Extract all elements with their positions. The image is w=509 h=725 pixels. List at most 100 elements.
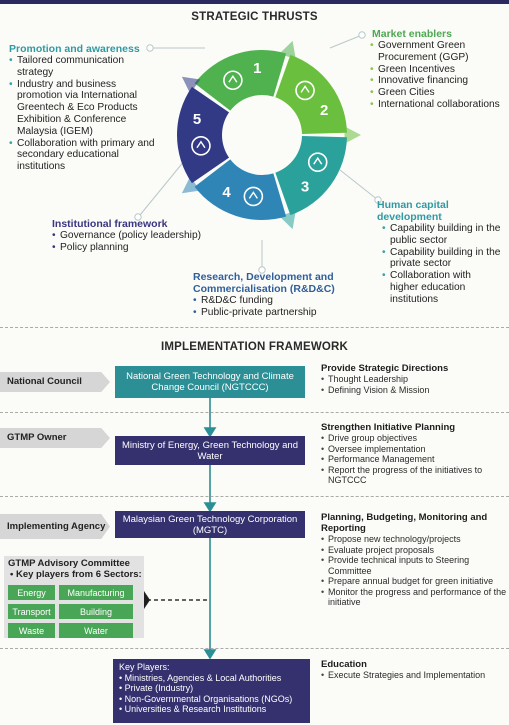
advisory-subtitle: • Key players from 6 Sectors: <box>10 568 142 580</box>
wheel-center <box>224 97 300 173</box>
human-item: Capability building in the private secto… <box>382 247 501 271</box>
solar-panel-icon <box>295 80 315 101</box>
row3-heading: Planning, Budgeting, Monitoring and Repo… <box>321 512 488 534</box>
key-player-item: • Ministries, Agencies & Local Authoriti… <box>119 672 282 683</box>
row3-list: Propose new technology/projects Evaluate… <box>321 534 507 608</box>
wheel-arrow-2 <box>344 126 361 144</box>
education-heading: Education <box>321 659 367 670</box>
market-title: Market enablers <box>372 28 452 40</box>
solar-panel-icon-glyph <box>300 85 310 93</box>
market-list: Government Green Procurement (GGP) Green… <box>370 40 506 111</box>
divider-3 <box>0 648 509 649</box>
sector-energy: Energy <box>8 585 55 600</box>
education-list: Execute Strategies and Implementation <box>321 670 507 681</box>
box-ngtccc: National Green Technology and Climate Ch… <box>115 366 305 398</box>
row3-item: Monitor the progress and performance of … <box>321 587 507 608</box>
sector-water: Water <box>59 623 133 638</box>
arrow-1 <box>203 427 217 438</box>
row3-item: Evaluate project proposals <box>321 545 507 556</box>
top-bar <box>0 0 509 4</box>
education-text: Education Execute Strategies and Impleme… <box>321 659 507 681</box>
hands-bulb-icon-glyph <box>248 191 258 199</box>
promotion-item: Collaboration with primary and secondary… <box>9 138 157 173</box>
row2-item: Performance Management <box>321 454 507 465</box>
human-title: Human capital development <box>377 199 449 223</box>
education-item: Execute Strategies and Implementation <box>321 670 507 681</box>
row1-item: Defining Vision & Mission <box>321 385 507 396</box>
people-network-icon-glyph <box>313 156 323 165</box>
row1-list: Thought Leadership Defining Vision & Mis… <box>321 374 507 395</box>
rdc-title: Research, Development and Commercialisat… <box>193 271 335 295</box>
wheel-arrow-1 <box>279 40 296 60</box>
advisory-panel: GTMP Advisory Committee • Key players fr… <box>4 556 144 638</box>
row1-item: Thought Leadership <box>321 374 507 385</box>
sector-manufacturing: Manufacturing <box>59 585 133 600</box>
institutional-item: Governance (policy leadership) <box>52 230 222 242</box>
institutional-group: Institutional framework Governance (poli… <box>52 218 222 254</box>
key-player-item: • Private (Industry) <box>119 683 194 694</box>
wheel-arrow-4 <box>181 176 201 194</box>
wheel-number-1: 1 <box>253 60 261 77</box>
label-implementing-agency: Implementing Agency <box>0 514 110 539</box>
key-player-item: • Non-Governmental Organisations (NGOs) <box>119 693 293 704</box>
institutional-title: Institutional framework <box>52 218 168 230</box>
dot-institutional <box>134 213 142 221</box>
document-hand-icon <box>191 135 211 156</box>
row2-list: Drive group objectives Oversee implement… <box>321 433 507 486</box>
document-hand-icon-glyph <box>196 140 206 149</box>
divider-2 <box>0 496 509 497</box>
wheel-segment-1 <box>194 50 287 111</box>
wheel-segment-5 <box>177 86 230 184</box>
row2-heading: Strengthen Initiative Planning <box>321 422 456 433</box>
row1-heading: Provide Strategic Directions <box>321 363 449 374</box>
promotion-group: Promotion and awareness Tailored communi… <box>9 43 157 173</box>
label-gtmp-owner: GTMP Owner <box>0 428 110 448</box>
promotion-list: Tailored communication strategy Industry… <box>9 55 157 173</box>
connector-institutional <box>139 159 186 216</box>
market-item: Innovative financing <box>370 75 506 87</box>
wheel-segment-2 <box>275 54 347 134</box>
dot-rdc <box>258 266 266 274</box>
row2-text: Strengthen Initiative Planning Drive gro… <box>321 422 507 486</box>
key-players-title: Key Players: <box>119 662 170 672</box>
wheel-number-3: 3 <box>301 178 309 195</box>
dot-promotion <box>146 44 154 52</box>
key-player-item: • Universities & Research Institutions <box>119 704 267 715</box>
label-national-council: National Council <box>0 372 110 392</box>
connector-market <box>329 34 363 49</box>
divider-1 <box>0 412 509 413</box>
market-item: Green Cities <box>370 87 506 99</box>
wheel-number-2: 2 <box>320 102 328 119</box>
advisory-title: GTMP Advisory Committee <box>8 558 130 569</box>
market-group: Market enablers Government Green Procure… <box>370 28 506 111</box>
promotion-item: Tailored communication strategy <box>9 55 157 79</box>
implementation-title: IMPLEMENTATION FRAMEWORK <box>160 341 349 353</box>
rdc-group: Research, Development and Commercialisat… <box>193 271 353 319</box>
rdc-item: R&D&C funding <box>193 295 353 307</box>
row1-text: Provide Strategic Directions Thought Lea… <box>321 363 507 395</box>
institutional-item: Policy planning <box>52 242 222 254</box>
market-item: International collaborations <box>370 99 506 111</box>
people-network-icon <box>307 152 328 172</box>
wheel-arrow-5 <box>181 76 201 94</box>
sector-building: Building <box>59 604 133 619</box>
sector-waste: Waste <box>8 623 55 638</box>
gear-bulb-icon-glyph <box>228 74 238 83</box>
hands-bulb-icon <box>243 186 264 207</box>
box-ministry: Ministry of Energy, Green Technology and… <box>115 436 305 465</box>
market-item: Green Incentives <box>370 64 506 76</box>
row3-text: Planning, Budgeting, Monitoring and Repo… <box>321 512 507 608</box>
connector-human <box>339 169 379 201</box>
wheel-number-4: 4 <box>222 184 231 201</box>
section-divider <box>0 327 509 328</box>
rdc-list: R&D&C funding Public-private partnership <box>193 295 353 319</box>
box-mgtc: Malaysian Green Technology Corporation (… <box>115 511 305 538</box>
promotion-title: Promotion and awareness <box>9 43 140 55</box>
row2-item: Report the progress of the initiatives t… <box>321 465 507 486</box>
row2-item: Drive group objectives <box>321 433 507 444</box>
rdc-item: Public-private partnership <box>193 307 353 319</box>
market-item: Government Green Procurement (GGP) <box>370 40 506 64</box>
gear-bulb-icon <box>223 70 243 91</box>
institutional-list: Governance (policy leadership) Policy pl… <box>52 230 222 254</box>
sector-transport: Transport <box>8 604 55 619</box>
